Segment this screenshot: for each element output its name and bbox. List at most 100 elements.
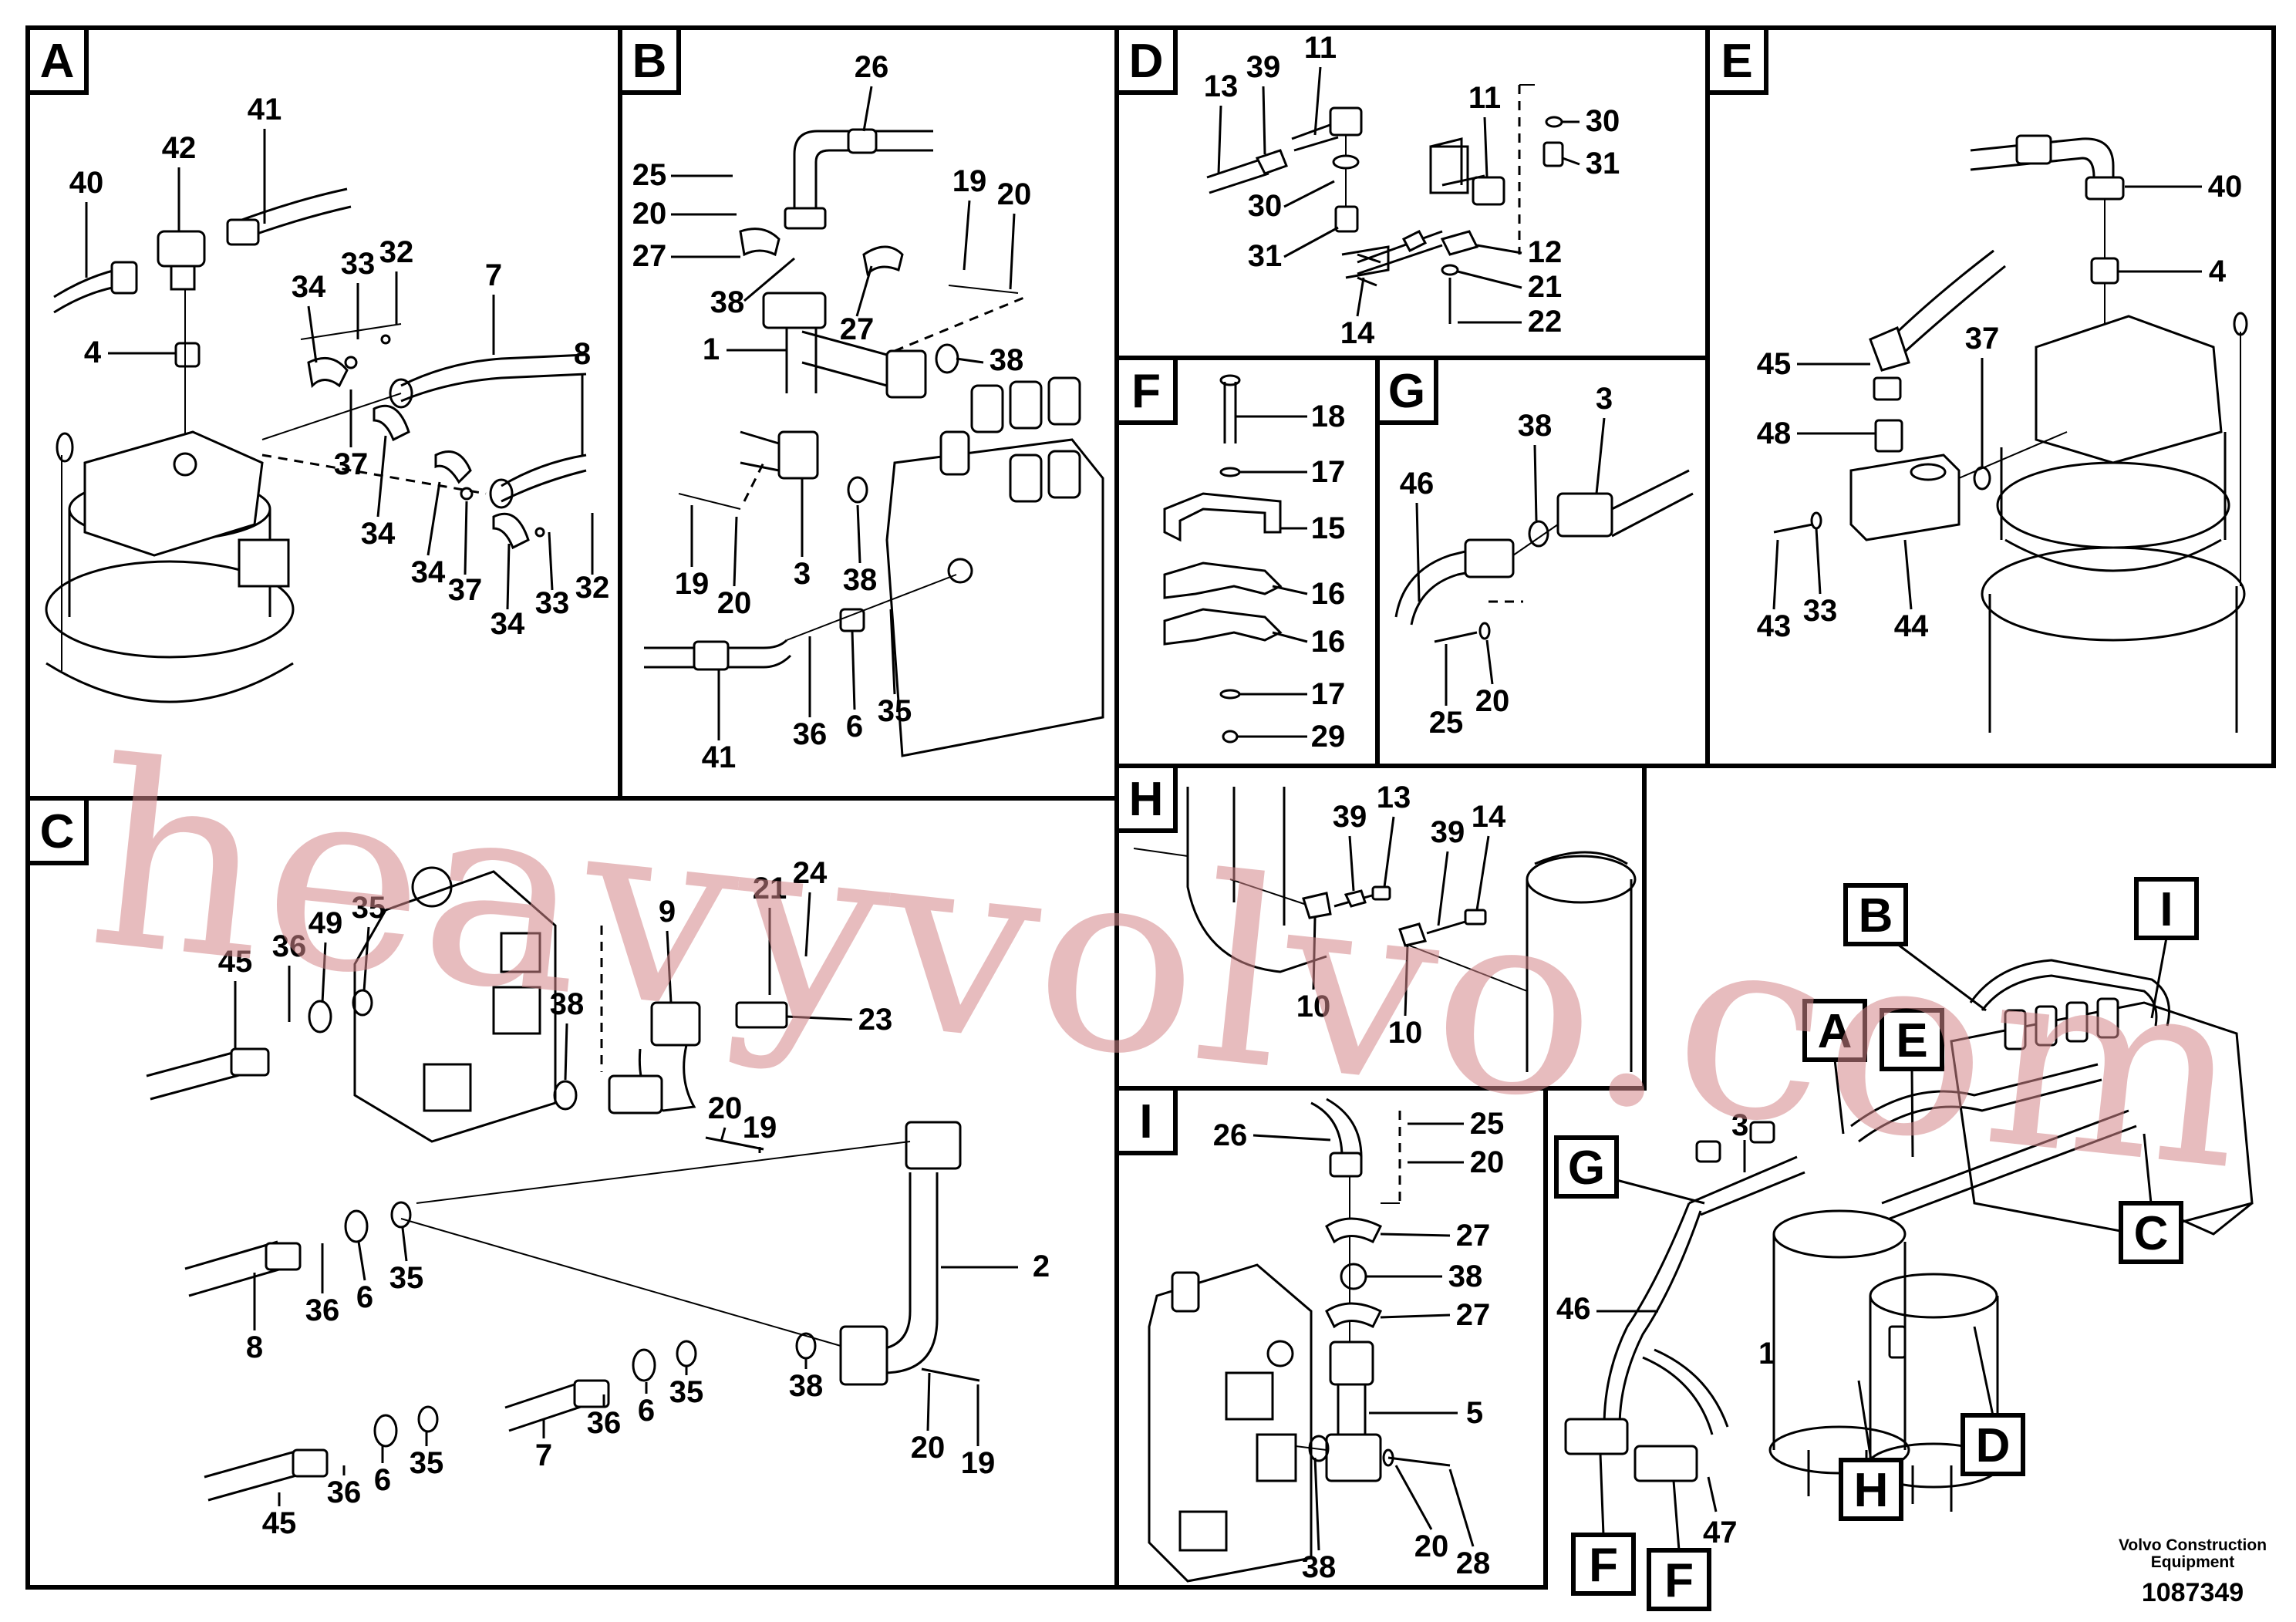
callout: 6 xyxy=(638,1394,655,1428)
callout: 23 xyxy=(858,1003,893,1037)
callout: 21 xyxy=(1528,270,1563,304)
callout: 20 xyxy=(997,177,1032,211)
callout: 3 xyxy=(1596,382,1613,416)
callout: 4 xyxy=(84,336,102,369)
panel-c-artwork xyxy=(146,866,980,1502)
callout: 21 xyxy=(753,872,787,905)
callout: 7 xyxy=(535,1438,552,1472)
callout: 49 xyxy=(308,906,343,940)
callout: 35 xyxy=(389,1261,424,1295)
callout: 38 xyxy=(843,563,878,597)
callout: 30 xyxy=(1586,104,1620,138)
callout: 6 xyxy=(846,710,863,744)
callout: 20 xyxy=(1470,1145,1505,1179)
overview-marker-f-1: F xyxy=(1589,1539,1618,1592)
panel-b-letter: B xyxy=(632,35,667,88)
callout: 27 xyxy=(1456,1298,1491,1332)
panel-i-frame xyxy=(1114,1086,1548,1590)
overview-marker-b: B xyxy=(1859,889,1893,943)
callout: 38 xyxy=(990,343,1024,377)
callout: 2 xyxy=(1033,1249,1050,1283)
callout: 45 xyxy=(262,1506,297,1540)
callout: 3 xyxy=(794,557,811,591)
callout: 36 xyxy=(272,929,307,963)
callout: 45 xyxy=(218,945,253,979)
callout: 8 xyxy=(574,337,591,371)
callout: 38 xyxy=(1518,409,1553,443)
panel-e-letter: E xyxy=(1721,35,1752,88)
callout: 22 xyxy=(1528,305,1563,339)
callout: 12 xyxy=(1528,235,1563,269)
callout: 20 xyxy=(632,197,667,231)
callout: 34 xyxy=(361,517,396,551)
callout: 36 xyxy=(305,1293,340,1327)
callout: 38 xyxy=(550,987,585,1021)
callout: 29 xyxy=(1311,720,1346,754)
callout: 26 xyxy=(1213,1118,1248,1152)
callout: 44 xyxy=(1894,609,1929,643)
callout: 11 xyxy=(1304,31,1337,65)
panel-a-callouts: 40 42 41 4 34 33 32 7 8 37 34 34 37 34 3… xyxy=(69,93,610,641)
callout: 20 xyxy=(1414,1529,1449,1563)
panel-letters: A B D E F G C H I xyxy=(25,25,1768,1155)
panel-frames xyxy=(25,25,2276,1590)
callout: 42 xyxy=(162,131,197,165)
callout: 17 xyxy=(1311,677,1346,711)
panel-c-callouts: 45 36 49 35 9 21 24 23 38 20 19 8 36 6 3… xyxy=(218,856,1050,1540)
callout: 19 xyxy=(952,164,987,198)
overview-label-46: 46 xyxy=(1556,1292,1591,1326)
callout: 48 xyxy=(1757,416,1792,450)
callout: 38 xyxy=(1448,1259,1483,1293)
panel-g-artwork xyxy=(1394,469,1694,643)
callout: 43 xyxy=(1757,609,1792,643)
callout: 37 xyxy=(334,447,369,481)
callout: 19 xyxy=(675,567,710,601)
callout: 34 xyxy=(411,555,446,589)
callout: 35 xyxy=(410,1446,444,1480)
callout: 10 xyxy=(1388,1016,1423,1050)
callout: 25 xyxy=(1429,706,1464,740)
callout: 34 xyxy=(491,607,525,641)
callout: 37 xyxy=(448,573,483,607)
panel-f-artwork xyxy=(1163,374,1283,744)
callout: 38 xyxy=(789,1369,824,1403)
panel-h-callouts: 39 13 39 14 10 10 xyxy=(1296,781,1506,1050)
callout: 19 xyxy=(743,1111,777,1145)
overview-marker-f-2: F xyxy=(1664,1554,1694,1607)
panel-i-letter: I xyxy=(1139,1095,1152,1148)
callout: 19 xyxy=(961,1446,996,1480)
callout: 27 xyxy=(1456,1219,1491,1253)
callout: 27 xyxy=(632,239,667,273)
callout: 18 xyxy=(1311,400,1346,433)
callout: 41 xyxy=(248,93,282,126)
callout: 28 xyxy=(1456,1546,1491,1580)
panel-i-callouts: 26 25 20 27 38 27 5 38 20 28 xyxy=(1213,1107,1505,1584)
panel-f-letter: F xyxy=(1131,365,1161,418)
panel-a-frame xyxy=(25,25,622,801)
callout: 5 xyxy=(1466,1396,1483,1430)
panel-i-artwork xyxy=(1148,1098,1451,1583)
overview-marker-c: C xyxy=(2134,1207,2169,1260)
callout: 13 xyxy=(1204,69,1239,103)
panel-a-letter: A xyxy=(40,35,75,88)
callout: 38 xyxy=(710,285,745,319)
panel-d-callouts: 13 39 11 11 30 31 30 31 12 21 22 14 xyxy=(1204,31,1620,350)
callout: 16 xyxy=(1311,625,1346,659)
panel-d-letter: D xyxy=(1129,35,1164,88)
overview-label-47: 47 xyxy=(1703,1516,1738,1549)
callout: 31 xyxy=(1586,147,1620,180)
callout: 39 xyxy=(1333,800,1367,834)
callout: 20 xyxy=(911,1431,946,1465)
panel-c-letter: C xyxy=(40,805,75,858)
callout: 1 xyxy=(703,332,720,366)
company-name-line2: Equipment xyxy=(2151,1553,2235,1571)
callout: 6 xyxy=(356,1280,373,1314)
callout: 40 xyxy=(69,166,104,200)
callout: 8 xyxy=(246,1330,263,1364)
overview-label-1: 1 xyxy=(1758,1337,1775,1371)
overview-marker-e: E xyxy=(1896,1014,1927,1067)
callout: 32 xyxy=(379,235,414,269)
callout: 30 xyxy=(1248,189,1283,223)
